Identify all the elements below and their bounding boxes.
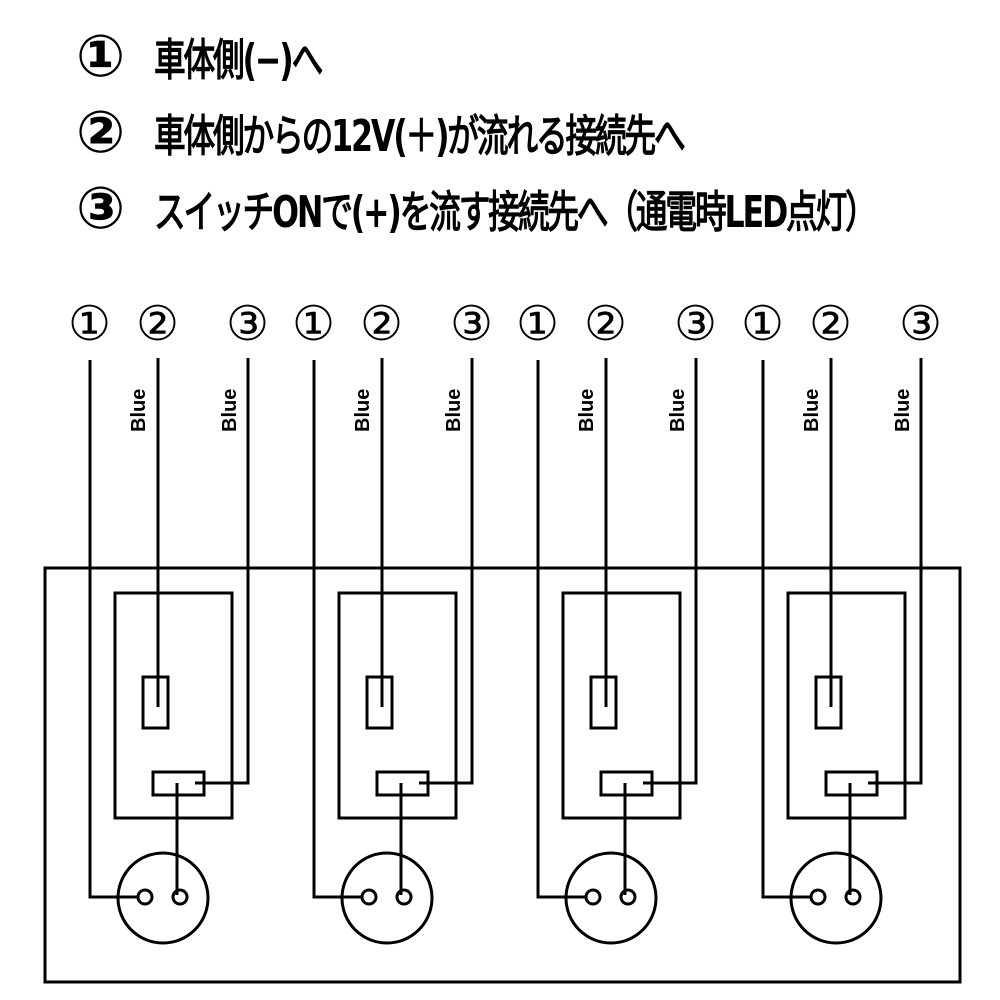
wire-3-switched: [643, 358, 698, 785]
wire-3-color-label: Blue: [892, 389, 914, 432]
led-socket: [340, 851, 434, 945]
legend-item-1: ① 車体側(−)へ: [76, 18, 1000, 94]
wire-3-color-label: Blue: [667, 389, 689, 432]
led-pin-positive: [395, 888, 413, 906]
switch-body: [337, 591, 458, 820]
wire-1-ground: [312, 360, 362, 899]
wire-2-color-label: Blue: [128, 389, 150, 432]
led-pin-positive: [844, 888, 862, 906]
led-socket: [789, 851, 883, 945]
legend-item-3: ③ スイッチONで(+)を流す接続先へ（通電時LED点灯）: [76, 170, 1000, 246]
switch-upper-contact: [365, 675, 394, 730]
wire-3-switched: [195, 358, 250, 785]
led-pin-positive: [619, 888, 637, 906]
switch-unit-4: ① ② ③ Blue Blue: [741, 296, 942, 945]
legend-marker-1: ①: [76, 22, 126, 90]
led-pin-negative: [809, 888, 827, 906]
terminal-1-marker: ①: [516, 296, 559, 352]
terminal-3-marker: ③: [674, 296, 717, 352]
switch-body: [113, 591, 234, 820]
led-pin-negative: [584, 888, 602, 906]
switch-panel-outline: [43, 566, 962, 984]
led-pin-positive: [171, 888, 189, 906]
legend-marker-3: ③: [76, 174, 126, 242]
switch-unit-2: ① ② ③ Blue Blue: [292, 296, 493, 945]
terminal-3-marker: ③: [899, 296, 942, 352]
led-socket: [564, 851, 658, 945]
switch-unit-3: ① ② ③ Blue Blue: [516, 296, 717, 945]
wire-3-switched: [868, 358, 923, 785]
wire-2-color-label: Blue: [801, 389, 823, 432]
switch-upper-contact: [814, 675, 843, 730]
wire-1-ground: [761, 360, 811, 899]
terminal-1-marker: ①: [741, 296, 784, 352]
wire-1-ground: [88, 360, 138, 899]
legend: ① 車体側(−)へ ② 車体側からの12V(＋)が流れる接続先へ ③ スイッチO…: [76, 18, 1000, 246]
switch-body: [786, 591, 907, 820]
wire-3-color-label: Blue: [443, 389, 465, 432]
terminal-3-marker: ③: [450, 296, 493, 352]
terminal-1-marker: ①: [68, 296, 111, 352]
legend-marker-2: ②: [76, 98, 126, 166]
legend-text-1: 車体側(−)へ: [154, 35, 323, 86]
wire-3-color-label: Blue: [219, 389, 241, 432]
terminal-2-marker: ②: [584, 296, 627, 352]
switch-body: [561, 591, 682, 820]
terminal-2-marker: ②: [360, 296, 403, 352]
legend-text-3: スイッチONで(+)を流す接続先へ（通電時LED点灯）: [154, 187, 877, 238]
led-socket: [116, 851, 210, 945]
terminal-2-marker: ②: [809, 296, 852, 352]
wire-2-color-label: Blue: [576, 389, 598, 432]
wire-3-switched: [419, 358, 474, 785]
terminal-2-marker: ②: [136, 296, 179, 352]
switch-unit-1: ① ② ③ Blue Blue: [68, 296, 269, 945]
wire-1-ground: [536, 360, 586, 899]
terminal-3-marker: ③: [226, 296, 269, 352]
switch-upper-contact: [141, 675, 170, 730]
wire-2-color-label: Blue: [352, 389, 374, 432]
legend-item-2: ② 車体側からの12V(＋)が流れる接続先へ: [76, 94, 1000, 170]
led-pin-negative: [360, 888, 378, 906]
terminal-1-marker: ①: [292, 296, 335, 352]
switch-upper-contact: [589, 675, 618, 730]
led-pin-negative: [136, 888, 154, 906]
legend-text-2: 車体側からの12V(＋)が流れる接続先へ: [154, 111, 686, 162]
